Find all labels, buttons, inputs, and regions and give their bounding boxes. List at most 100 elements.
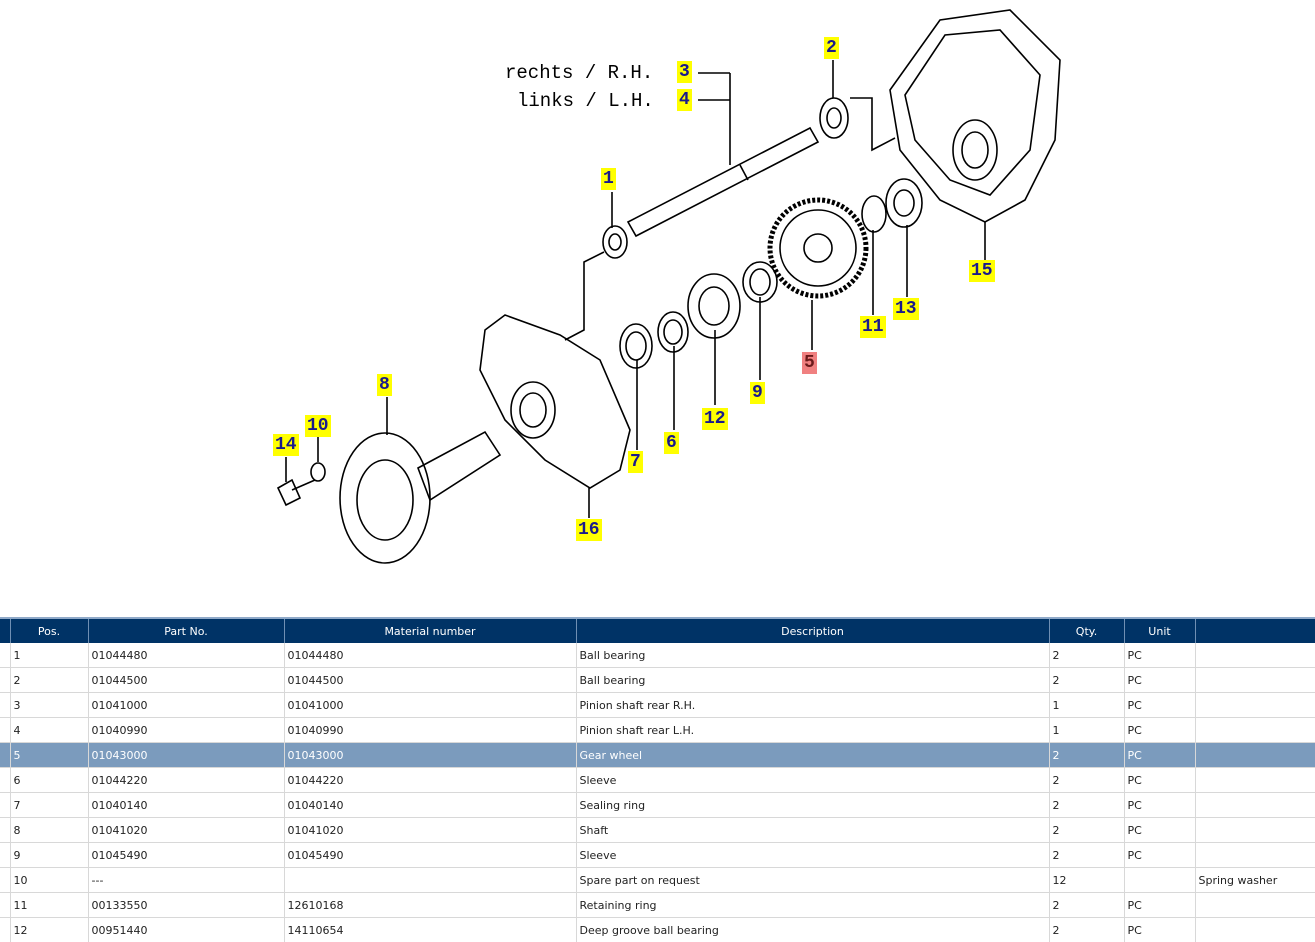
- header-unit[interactable]: Unit: [1124, 619, 1195, 643]
- callout-10[interactable]: 10: [305, 415, 331, 437]
- cell-qty: 2: [1049, 668, 1124, 693]
- exploded-parts-diagram: rechts / R.H. links / L.H. 1 2 3 4 5 6 7…: [0, 0, 1315, 615]
- cell-remark: [1195, 768, 1315, 793]
- callout-6[interactable]: 6: [664, 432, 679, 454]
- cell-part-no: 01044480: [88, 643, 284, 668]
- cell-qty: 2: [1049, 793, 1124, 818]
- cell-remark: [1195, 918, 1315, 942]
- callout-15[interactable]: 15: [969, 260, 995, 282]
- cell-remark: [1195, 718, 1315, 743]
- callout-14[interactable]: 14: [273, 434, 299, 456]
- label-right-hand: rechts / R.H.: [505, 62, 653, 84]
- cell-material-number: 01041020: [284, 818, 576, 843]
- cell-description: Pinion shaft rear L.H.: [576, 718, 1049, 743]
- cell-unit: PC: [1124, 643, 1195, 668]
- callout-12[interactable]: 12: [702, 408, 728, 430]
- cell-pos: 4: [10, 718, 88, 743]
- cell-part-no: 01044220: [88, 768, 284, 793]
- header-remark[interactable]: R: [1195, 619, 1315, 643]
- row-marker: [0, 793, 10, 818]
- cell-qty: 2: [1049, 843, 1124, 868]
- cell-description: Ball bearing: [576, 643, 1049, 668]
- callout-2[interactable]: 2: [824, 37, 839, 59]
- callout-5[interactable]: 5: [802, 352, 817, 374]
- row-marker: [0, 693, 10, 718]
- row-marker: [0, 643, 10, 668]
- cell-remark: [1195, 893, 1315, 918]
- header-pos[interactable]: Pos.: [10, 619, 88, 643]
- cell-unit: PC: [1124, 768, 1195, 793]
- header-material-number[interactable]: Material number: [284, 619, 576, 643]
- row-marker: [0, 768, 10, 793]
- cell-pos: 11: [10, 893, 88, 918]
- cell-qty: 12: [1049, 868, 1124, 893]
- cell-unit: PC: [1124, 793, 1195, 818]
- callout-8[interactable]: 8: [377, 374, 392, 396]
- cell-remark: [1195, 743, 1315, 768]
- callout-13[interactable]: 13: [893, 298, 919, 320]
- cell-qty: 2: [1049, 918, 1124, 942]
- cell-material-number: 01044220: [284, 768, 576, 793]
- row-marker: [0, 868, 10, 893]
- cell-remark: [1195, 693, 1315, 718]
- cell-description: Deep groove ball bearing: [576, 918, 1049, 942]
- row-marker: [0, 918, 10, 942]
- row-marker: [0, 893, 10, 918]
- table-header-row: Pos. Part No. Material number Descriptio…: [0, 619, 1315, 643]
- diagram-drawing: [0, 0, 1315, 615]
- callout-9[interactable]: 9: [750, 382, 765, 404]
- cell-description: Shaft: [576, 818, 1049, 843]
- cell-pos: 12: [10, 918, 88, 942]
- cell-unit: [1124, 868, 1195, 893]
- cell-material-number: 01043000: [284, 743, 576, 768]
- callout-7[interactable]: 7: [628, 451, 643, 473]
- cell-pos: 10: [10, 868, 88, 893]
- cell-unit: PC: [1124, 668, 1195, 693]
- cell-part-no: 00951440: [88, 918, 284, 942]
- cell-remark: Spring washer: [1195, 868, 1315, 893]
- callout-4[interactable]: 4: [677, 89, 692, 111]
- cell-material-number: 01040990: [284, 718, 576, 743]
- cell-material-number: [284, 868, 576, 893]
- row-marker: [0, 743, 10, 768]
- cell-material-number: 01041000: [284, 693, 576, 718]
- cell-pos: 7: [10, 793, 88, 818]
- cell-pos: 9: [10, 843, 88, 868]
- cell-part-no: 01040140: [88, 793, 284, 818]
- row-marker: [0, 718, 10, 743]
- header-part-no[interactable]: Part No.: [88, 619, 284, 643]
- cell-unit: PC: [1124, 918, 1195, 942]
- cell-qty: 2: [1049, 893, 1124, 918]
- callout-11[interactable]: 11: [860, 316, 886, 338]
- cell-material-number: 12610168: [284, 893, 576, 918]
- cell-pos: 6: [10, 768, 88, 793]
- cell-part-no: 01041000: [88, 693, 284, 718]
- cell-description: Sleeve: [576, 768, 1049, 793]
- cell-description: Gear wheel: [576, 743, 1049, 768]
- cell-material-number: 01044480: [284, 643, 576, 668]
- cell-remark: [1195, 793, 1315, 818]
- callout-1[interactable]: 1: [601, 168, 616, 190]
- callout-16[interactable]: 16: [576, 519, 602, 541]
- cell-description: Sealing ring: [576, 793, 1049, 818]
- cell-part-no: 01041020: [88, 818, 284, 843]
- header-qty[interactable]: Qty.: [1049, 619, 1124, 643]
- header-description[interactable]: Description: [576, 619, 1049, 643]
- cell-description: Ball bearing: [576, 668, 1049, 693]
- cell-part-no: 01040990: [88, 718, 284, 743]
- callout-3[interactable]: 3: [677, 61, 692, 83]
- cell-pos: 5: [10, 743, 88, 768]
